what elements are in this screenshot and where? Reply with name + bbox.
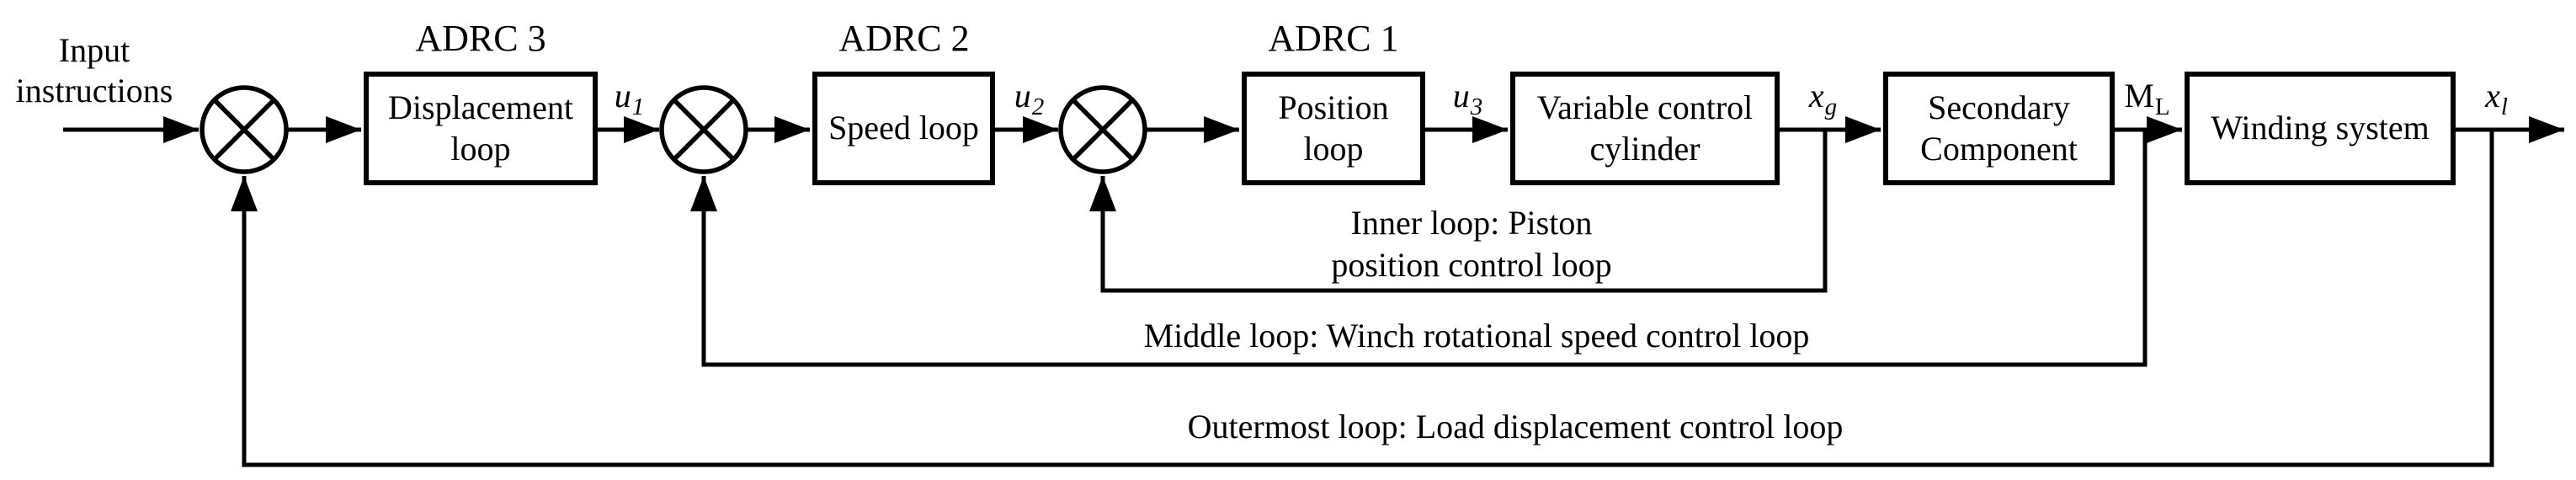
summing-junction-1 xyxy=(200,85,289,174)
middle-loop-label: Middle loop: Winch rotational speed cont… xyxy=(1143,317,1810,355)
outer-feedback-loop-line xyxy=(231,131,2494,467)
block-displacement-loop: Displacement loop xyxy=(364,72,598,185)
signal-u1: u1 xyxy=(614,77,645,120)
inner-feedback-loop-line xyxy=(1089,131,1828,293)
feedback-lines xyxy=(231,131,2494,467)
block-position-loop: Position loop xyxy=(1242,72,1425,185)
signal-u3: u3 xyxy=(1452,77,1483,120)
block-speed-loop: Speed loop xyxy=(812,72,995,185)
summing-junction-2 xyxy=(659,85,748,174)
adrc3-tag: ADRC 3 xyxy=(415,18,546,59)
block-variable-control-cylinder: Variable control cylinder xyxy=(1510,72,1780,185)
adrc1-tag: ADRC 1 xyxy=(1268,18,1399,59)
middle-feedback-loop-line xyxy=(690,131,2148,367)
block-winding-system: Winding system xyxy=(2185,72,2456,185)
signal-xl: xl xyxy=(2485,77,2508,120)
summing-junctions xyxy=(200,85,1147,174)
signal-ml: ML xyxy=(2124,77,2170,120)
signal-u2: u2 xyxy=(1014,77,1045,120)
adrc2-tag: ADRC 2 xyxy=(838,18,970,59)
summing-junction-3 xyxy=(1058,85,1147,174)
signal-xg: xg xyxy=(1808,77,1838,120)
outer-loop-label: Outermost loop: Load displacement contro… xyxy=(1187,408,1844,445)
block-secondary-component: Secondary Component xyxy=(1883,72,2115,185)
input-instructions-label: Input instructions xyxy=(15,31,173,109)
inner-loop-label: Inner loop: Piston position control loop xyxy=(1331,204,1612,284)
